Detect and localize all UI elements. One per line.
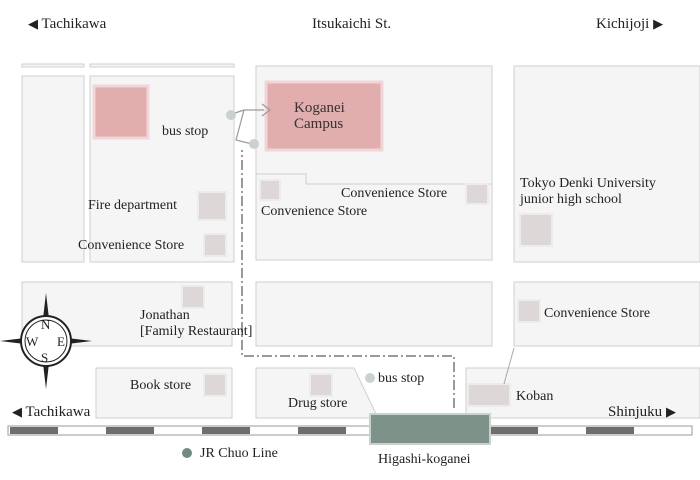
jonathan-building <box>181 285 205 309</box>
drug-store-label: Drug store <box>288 396 348 411</box>
fire-dept-building <box>197 191 227 221</box>
koganei-campus-building <box>264 80 384 152</box>
bus-stop-line-b <box>235 109 253 145</box>
compass-s-label: S <box>41 350 49 365</box>
road-label-bottom-right: Shinjuku ▶ <box>608 404 676 421</box>
road-label-top-center: Itsukaichi St. <box>312 16 392 32</box>
bus-stop-dot-b <box>249 139 259 149</box>
right-arrow-icon: ▶ <box>665 405 676 420</box>
jonathan-label-line2: [Family Restaurant] <box>140 324 253 339</box>
road-name: Shinjuku <box>608 404 663 420</box>
buildings <box>181 179 553 407</box>
convenience-right-building <box>517 299 541 323</box>
campus-label-line2: Campus <box>294 116 344 132</box>
railway <box>7 413 693 445</box>
block-left-a <box>21 75 85 263</box>
tokyo-denki-label-line1: Tokyo Denki University <box>520 176 656 191</box>
jonathan-label-line1: Jonathan <box>140 308 190 323</box>
convenience-center-left-building <box>259 179 281 201</box>
road-name: Tachikawa <box>25 404 91 420</box>
koban-label: Koban <box>516 389 554 404</box>
drug-store-building <box>309 373 333 397</box>
bus-stop-arrowhead <box>261 103 271 117</box>
road-label-top-left: ◀ Tachikawa <box>28 16 106 33</box>
tokyo-denki-label-line2: junior high school <box>520 192 622 207</box>
convenience-left-building <box>203 233 227 257</box>
book-store-label: Book store <box>130 378 192 393</box>
rail-track <box>7 425 693 436</box>
book-store-building <box>203 373 227 397</box>
left-arrow-icon: ◀ <box>12 405 22 420</box>
block-right-mid <box>513 281 700 347</box>
convenience-store-right-label: Convenience Store <box>544 306 651 321</box>
rail-line-legend-dot <box>182 448 192 458</box>
block-top-left-strip <box>21 63 85 68</box>
bus-stop-connector <box>231 103 271 145</box>
convenience-store-left-label: Convenience Store <box>78 238 185 253</box>
road-label-bottom-left: ◀ Tachikawa <box>12 404 90 421</box>
highlight-building-left <box>92 84 150 140</box>
bus-stop-dot-bottom <box>365 373 375 383</box>
bus-stop-dot-a <box>226 110 236 120</box>
tokyo-denki-building <box>519 213 553 247</box>
fire-department-label: Fire department <box>88 198 178 213</box>
block-center-mid <box>255 281 493 347</box>
koban-building <box>467 383 511 407</box>
compass-e-label: E <box>57 334 65 349</box>
compass <box>0 293 92 389</box>
left-arrow-icon: ◀ <box>28 17 38 32</box>
campus-label-line1: Koganei <box>294 100 345 116</box>
bus-stop-label-bottom: bus stop <box>378 371 425 386</box>
bus-stop-label-top: bus stop <box>162 124 209 139</box>
road-name: Tachikawa <box>41 16 107 32</box>
convenience-store-center-top-label: Convenience Store <box>341 186 448 201</box>
right-arrow-icon: ▶ <box>653 17 664 32</box>
compass-n-label: N <box>41 317 51 332</box>
block-top-left-strip-2 <box>89 63 235 68</box>
station-label: Higashi-koganei <box>378 452 471 467</box>
compass-w-label: W <box>26 334 39 349</box>
road-name: Kichijoji <box>596 16 650 32</box>
convenience-center-top-building <box>465 183 489 205</box>
convenience-store-center-left-label: Convenience Store <box>261 204 368 219</box>
road-label-top-right: Kichijoji ▶ <box>596 16 663 33</box>
walking-route <box>241 150 455 408</box>
koban-callout <box>503 347 515 385</box>
route-line <box>241 150 455 408</box>
block-center <box>255 173 493 261</box>
station-platform <box>369 413 491 445</box>
rail-line-label: JR Chuo Line <box>200 446 278 461</box>
